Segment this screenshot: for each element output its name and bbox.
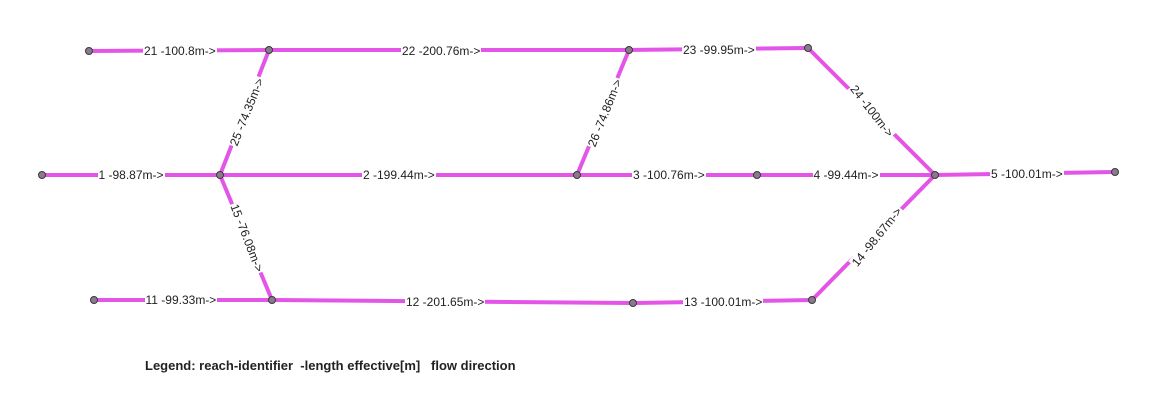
reach-label-21: 21 -100.8m-> [143, 44, 217, 58]
reach-label-13: 13 -100.01m-> [683, 295, 764, 309]
reach-label-11: 11 -99.33m-> [144, 293, 218, 307]
junction-node [808, 296, 816, 304]
reach-label-4: 4 -99.44m-> [812, 168, 880, 182]
junction-node [931, 171, 939, 179]
reach-label-3: 3 -100.76m-> [632, 168, 706, 182]
legend: Legend: reach-identifier -length effecti… [145, 358, 516, 373]
junction-node [265, 46, 273, 54]
junction-node [625, 46, 633, 54]
reach-label-1: 1 -98.87m-> [97, 168, 165, 182]
junction-node [573, 171, 581, 179]
reach-label-23: 23 -99.95m-> [682, 43, 756, 57]
reach-label-2: 2 -199.44m-> [362, 168, 436, 182]
junction-node [216, 171, 224, 179]
reach-label-12: 12 -201.65m-> [405, 295, 486, 309]
junction-node [804, 44, 812, 52]
reach-label-5: 5 -100.01m-> [990, 167, 1064, 181]
junction-nodes [38, 44, 1119, 307]
junction-node [1111, 168, 1119, 176]
junction-node [90, 296, 98, 304]
junction-node [629, 299, 637, 307]
junction-node [268, 296, 276, 304]
junction-node [38, 171, 46, 179]
junction-node [753, 171, 761, 179]
junction-node [85, 47, 93, 55]
reach-label-22: 22 -200.76m-> [401, 44, 482, 58]
